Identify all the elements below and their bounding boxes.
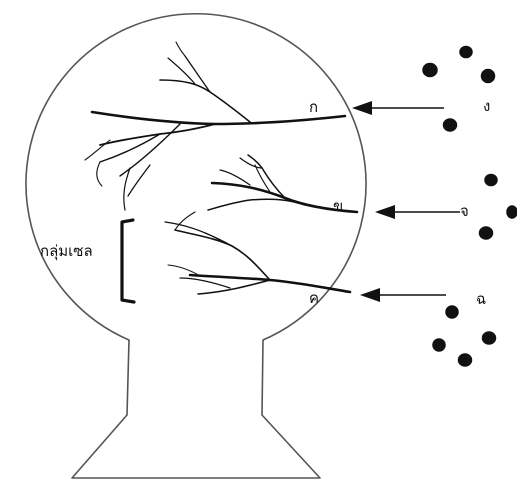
label-site-c: ค [309, 289, 319, 307]
fiber-a [85, 42, 345, 210]
cell-group-bracket [122, 220, 134, 302]
label-cell-group: กลุ่มเซล [40, 242, 93, 261]
arrow-b [375, 205, 460, 219]
particles-mid [480, 175, 517, 240]
label-site-b: ข [333, 197, 343, 215]
arrow-c [360, 288, 446, 302]
arrow-a [352, 101, 444, 115]
fiber-c [165, 212, 350, 294]
label-particles-mid: จ [460, 202, 469, 220]
particles-bottom [433, 306, 496, 366]
label-particles-top: ง [483, 97, 490, 115]
label-particles-bottom: ฉ [476, 290, 486, 308]
particles-top [423, 47, 495, 132]
label-site-a: ก [309, 98, 318, 116]
